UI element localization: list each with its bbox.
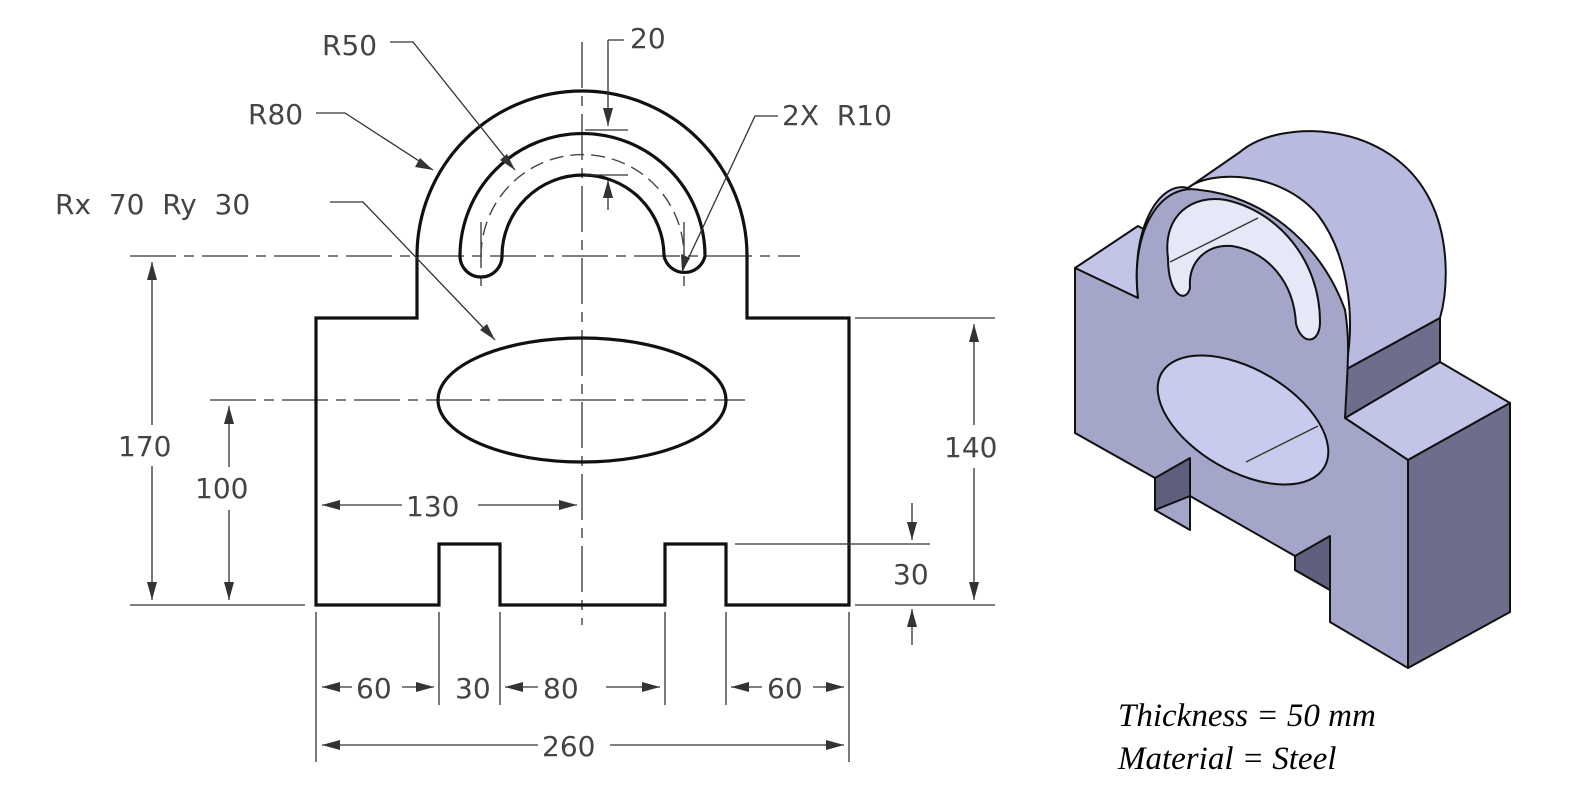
iso-hole-inner-edge [1245, 425, 1319, 463]
iso-arch-top-surface [1135, 130, 1447, 371]
leader-ellipse [330, 201, 496, 341]
label-60-right: 60 [767, 672, 803, 705]
leader-r80 [316, 112, 434, 171]
front-view: R50 R80 Rx 70 Ry 30 20 2X R10 170 100 13… [55, 22, 997, 763]
note-thickness: Thickness = 50 mm [1118, 698, 1376, 734]
label-100: 100 [195, 472, 248, 505]
label-r50: R50 [322, 29, 377, 62]
leader-slots [681, 115, 778, 273]
note-material: Material = Steel [1117, 741, 1336, 777]
label-260: 260 [542, 730, 595, 763]
iso-arc-slot [1166, 198, 1321, 341]
iso-notch-right [1294, 535, 1331, 591]
elliptical-hole [436, 336, 728, 464]
iso-elliptical-hole [1156, 354, 1330, 486]
label-30-right: 30 [893, 558, 929, 591]
arrowheads [147, 108, 979, 750]
label-60-left: 60 [356, 672, 392, 705]
slot-center-arc [480, 153, 685, 257]
iso-slot-inner-edge [1169, 217, 1259, 263]
label-r80: R80 [248, 98, 303, 131]
label-thickness-top: 20 [630, 22, 666, 55]
leader-r50 [390, 41, 516, 171]
iso-notch-left [1154, 457, 1191, 511]
label-slots: 2X R10 [782, 99, 892, 132]
label-30-bottom: 30 [455, 672, 491, 705]
curved-slot [458, 131, 707, 279]
label-80: 80 [543, 672, 579, 705]
label-140: 140 [944, 431, 997, 464]
label-170: 170 [118, 430, 171, 463]
outer-profile [314, 89, 851, 607]
label-ellipse: Rx 70 Ry 30 [55, 188, 250, 221]
isometric-view [1074, 130, 1511, 669]
label-130: 130 [406, 490, 459, 523]
